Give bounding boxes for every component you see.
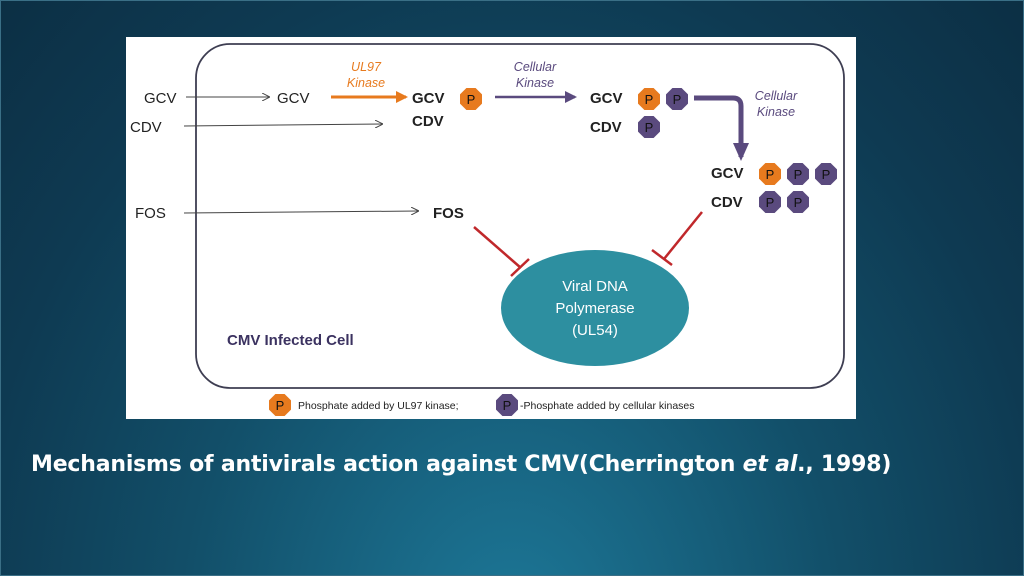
mechanism-diagram: GCV CDV FOS GCV UL97 Kinase GCV CDV P Ce… (130, 43, 845, 416)
cellular-phosphate-cdv-3b-symbol: P (794, 195, 803, 210)
caption-italic: et al (742, 452, 798, 477)
caption-tail: ., 1998) (797, 452, 892, 477)
cell-label: CMV Infected Cell (227, 332, 354, 349)
fos-entry-arrow (183, 211, 418, 213)
cellular-phosphate-cdv-3a-symbol: P (766, 195, 775, 210)
cellular-phosphate-cdv-2a (638, 116, 660, 138)
cellular-phosphate-gcv-2a (666, 88, 688, 110)
legend-cellular-symbol: P (503, 398, 512, 413)
cellular-phosphate-cdv-2a-symbol: P (645, 120, 654, 135)
stage2-gcv-label: GCV (412, 90, 445, 107)
cdv-entry-arrow (183, 124, 382, 126)
cellular-kinase-2-line1: Cellular (755, 89, 798, 103)
ul97-kinase-label-line2: Kinase (347, 76, 385, 90)
fos-inhibition-bar (510, 258, 530, 277)
legend-cellular-phosphate (496, 394, 518, 416)
input-fos-label: FOS (135, 205, 166, 222)
ul97-phosphate-gcv-2 (638, 88, 660, 110)
legend-cellular-text: -Phosphate added by cellular kinases (520, 400, 695, 412)
stage3-cdv-label: CDV (590, 119, 622, 136)
legend-ul97-symbol: P (276, 398, 285, 413)
cellular-phosphate-cdv-3a (759, 191, 781, 213)
legend-ul97-text: Phosphate added by UL97 kinase; (298, 400, 459, 412)
ul97-phosphate-gcv-3-symbol: P (766, 167, 775, 182)
mechanism-figure: GCV CDV FOS GCV UL97 Kinase GCV CDV P Ce… (126, 37, 856, 419)
fos-inhibition-line (473, 226, 522, 269)
stage1-gcv-label: GCV (277, 90, 310, 107)
cellular-phosphate-gcv-3b (815, 163, 837, 185)
cellular-phosphate-gcv-3b-symbol: P (822, 167, 831, 182)
caption-main: Mechanisms of antivirals action against … (31, 452, 743, 477)
slide-caption: Mechanisms of antivirals action against … (31, 452, 991, 477)
polymerase-label-line2: Polymerase (555, 300, 634, 317)
polymerase-label-line3: (UL54) (572, 322, 618, 339)
stage4-gcv-label: GCV (711, 165, 744, 182)
stage1-fos-label: FOS (433, 205, 464, 222)
cellular-kinase-1-line1: Cellular (514, 60, 557, 74)
cellular-phosphate-cdv-3b (787, 191, 809, 213)
ul97-phosphate-gcv-3 (759, 163, 781, 185)
stage4-cdv-label: CDV (711, 194, 743, 211)
cell-membrane (195, 43, 845, 389)
cellular-phosphate-gcv-2a-symbol: P (673, 92, 682, 107)
stage2-cdv-label: CDV (412, 113, 444, 130)
cellular-phosphate-gcv-3a-symbol: P (794, 167, 803, 182)
polymerase-label-line1: Viral DNA (562, 278, 628, 295)
ul97-phosphate-gcv-1-symbol: P (467, 92, 476, 107)
input-cdv-label: CDV (130, 119, 162, 136)
stage3-gcv-label: GCV (590, 90, 623, 107)
triphosphate-inhibition-bar (651, 249, 673, 266)
input-gcv-label: GCV (144, 90, 177, 107)
cellular-phosphate-gcv-3a (787, 163, 809, 185)
triphosphate-inhibition-line (663, 211, 703, 260)
ul97-kinase-label-line1: UL97 (351, 60, 382, 74)
cellular-kinase-2-line2: Kinase (757, 105, 795, 119)
ul97-phosphate-gcv-1 (460, 88, 482, 110)
cellular-kinase-2-arrow (694, 95, 749, 161)
cellular-kinase-1-line2: Kinase (516, 76, 554, 90)
viral-dna-polymerase (501, 250, 689, 366)
ul97-phosphate-gcv-2-symbol: P (645, 92, 654, 107)
legend-ul97-phosphate (269, 394, 291, 416)
